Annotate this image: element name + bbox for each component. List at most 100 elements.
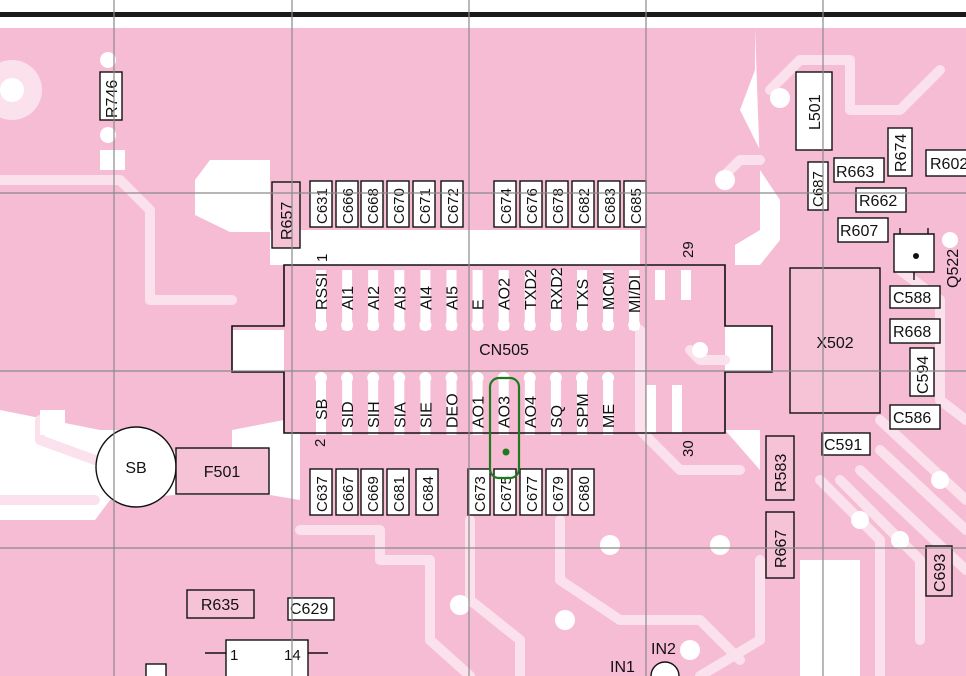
component-c586[interactable]: C586 (889, 404, 941, 430)
capacitor-bottom[interactable]: C679 (545, 468, 569, 516)
svg-text:C631: C631 (314, 188, 331, 224)
component-c693[interactable]: C693 (925, 545, 953, 597)
connector-pin-via (315, 372, 327, 384)
svg-text:R607: R607 (840, 223, 878, 240)
connector-pin-via (523, 319, 536, 331)
connector-pin-pad (498, 380, 509, 435)
capacitor-top[interactable]: C682 (571, 180, 595, 228)
connector-pin-pad (577, 270, 587, 330)
trace (875, 445, 966, 535)
capacitor-top[interactable]: C666 (335, 180, 359, 228)
connector-pin-pad (603, 380, 614, 435)
capacitor-top[interactable]: C674 (493, 180, 517, 228)
component-r746[interactable]: R746 (99, 71, 123, 121)
capacitor-bottom[interactable]: C681 (386, 468, 410, 516)
component-r583[interactable]: R583 (765, 435, 795, 501)
capacitor-bottom[interactable]: C684 (415, 468, 439, 516)
trace (875, 415, 966, 505)
svg-text:C674: C674 (498, 188, 515, 224)
component-c594[interactable]: C594 (909, 347, 935, 397)
signal-label-top: RSSI (314, 273, 331, 310)
signal-label-top: MI/DI (627, 275, 644, 313)
component-c687[interactable]: C687 (807, 161, 829, 211)
test-point-in2[interactable]: IN2 (650, 641, 680, 676)
capacitor-bottom[interactable]: C637 (309, 468, 333, 516)
capacitor-top[interactable]: C668 (360, 180, 384, 228)
component-c588[interactable]: C588 (889, 285, 941, 309)
connector-pin-via (315, 319, 327, 331)
svg-text:R746: R746 (104, 80, 121, 118)
capacitor-bottom[interactable]: C680 (571, 468, 595, 516)
pin-number-29: 29 (680, 241, 697, 258)
component-f501[interactable]: F501 (175, 447, 270, 495)
component-r663[interactable]: R663 (833, 157, 885, 183)
svg-text:R657: R657 (279, 202, 296, 240)
signal-label-bottom: AO1 (471, 396, 488, 428)
component-r662[interactable]: R662 (855, 187, 907, 213)
pad (100, 52, 116, 68)
svg-text:C671: C671 (417, 188, 434, 224)
component-r667[interactable]: R667 (765, 511, 795, 579)
component-r602[interactable]: R602 (925, 149, 966, 177)
svg-text:C683: C683 (602, 188, 619, 224)
highlight-marker-ao3[interactable] (488, 376, 521, 480)
pad (770, 88, 790, 108)
connector-pin-via (576, 372, 588, 384)
connector-pin-pad (316, 270, 326, 330)
component-ic-lower[interactable]: 1 14 (205, 639, 328, 676)
connector-pin-pad (524, 380, 535, 435)
trace (815, 475, 885, 676)
trace (895, 265, 966, 425)
component-c591[interactable]: C591 (821, 432, 871, 456)
capacitor-bottom[interactable]: C673 (467, 468, 491, 516)
capacitor-top[interactable]: C670 (386, 180, 410, 228)
capacitor-top[interactable]: C676 (519, 180, 543, 228)
capacitor-top[interactable]: C631 (309, 180, 333, 228)
capacitor-top[interactable]: C683 (597, 180, 621, 228)
connector-pin-pad (672, 385, 682, 433)
capacitor-bottom[interactable]: C669 (360, 468, 384, 516)
component-r657[interactable]: R657 (271, 181, 301, 249)
component-l501[interactable]: L501 (795, 71, 833, 151)
svg-text:C667: C667 (340, 476, 357, 512)
signal-label-top: TXD2 (523, 269, 540, 310)
svg-text:SB: SB (125, 460, 146, 477)
component-r674[interactable]: R674 (887, 127, 913, 177)
pad (680, 640, 700, 660)
svg-text:C687: C687 (810, 171, 827, 207)
connector-pin-pad (629, 270, 640, 330)
component-q522[interactable]: Q522 (893, 228, 962, 288)
component-r668[interactable]: R668 (889, 318, 941, 344)
component-partial-left (145, 663, 167, 676)
component-x502[interactable]: X502 (789, 267, 881, 414)
component-r635[interactable]: R635 (186, 589, 255, 619)
connector-ref-label: CN505 (479, 342, 529, 359)
connector-pin-via (549, 372, 562, 384)
pad (942, 232, 958, 248)
capacitor-top[interactable]: C685 (623, 180, 647, 228)
capacitor-bottom[interactable]: C677 (519, 468, 543, 516)
svg-text:R662: R662 (859, 193, 897, 210)
component-sb[interactable]: SB (95, 426, 177, 508)
connector-pin-pad (394, 270, 405, 330)
pad (891, 531, 909, 549)
component-c629[interactable]: C629 (287, 597, 335, 621)
trace (555, 515, 745, 665)
component-r607[interactable]: R607 (837, 217, 889, 243)
svg-text:C684: C684 (420, 476, 437, 512)
capacitor-top[interactable]: C671 (412, 180, 436, 228)
signal-label-top: AI5 (445, 286, 462, 310)
capacitor-bottom[interactable]: C667 (335, 468, 359, 516)
capacitor-top[interactable]: C678 (545, 180, 569, 228)
capacitor-top[interactable]: C672 (440, 180, 464, 228)
svg-text:X502: X502 (816, 335, 853, 352)
signal-label-top: E (471, 299, 488, 310)
signal-label-bottom: SQ (549, 405, 566, 428)
svg-text:C668: C668 (365, 188, 382, 224)
svg-text:C677: C677 (524, 476, 541, 512)
connector-pin-pad (368, 380, 379, 435)
capacitor-bottom[interactable]: C675 (493, 468, 517, 516)
signal-label-bottom: AO4 (523, 396, 540, 428)
